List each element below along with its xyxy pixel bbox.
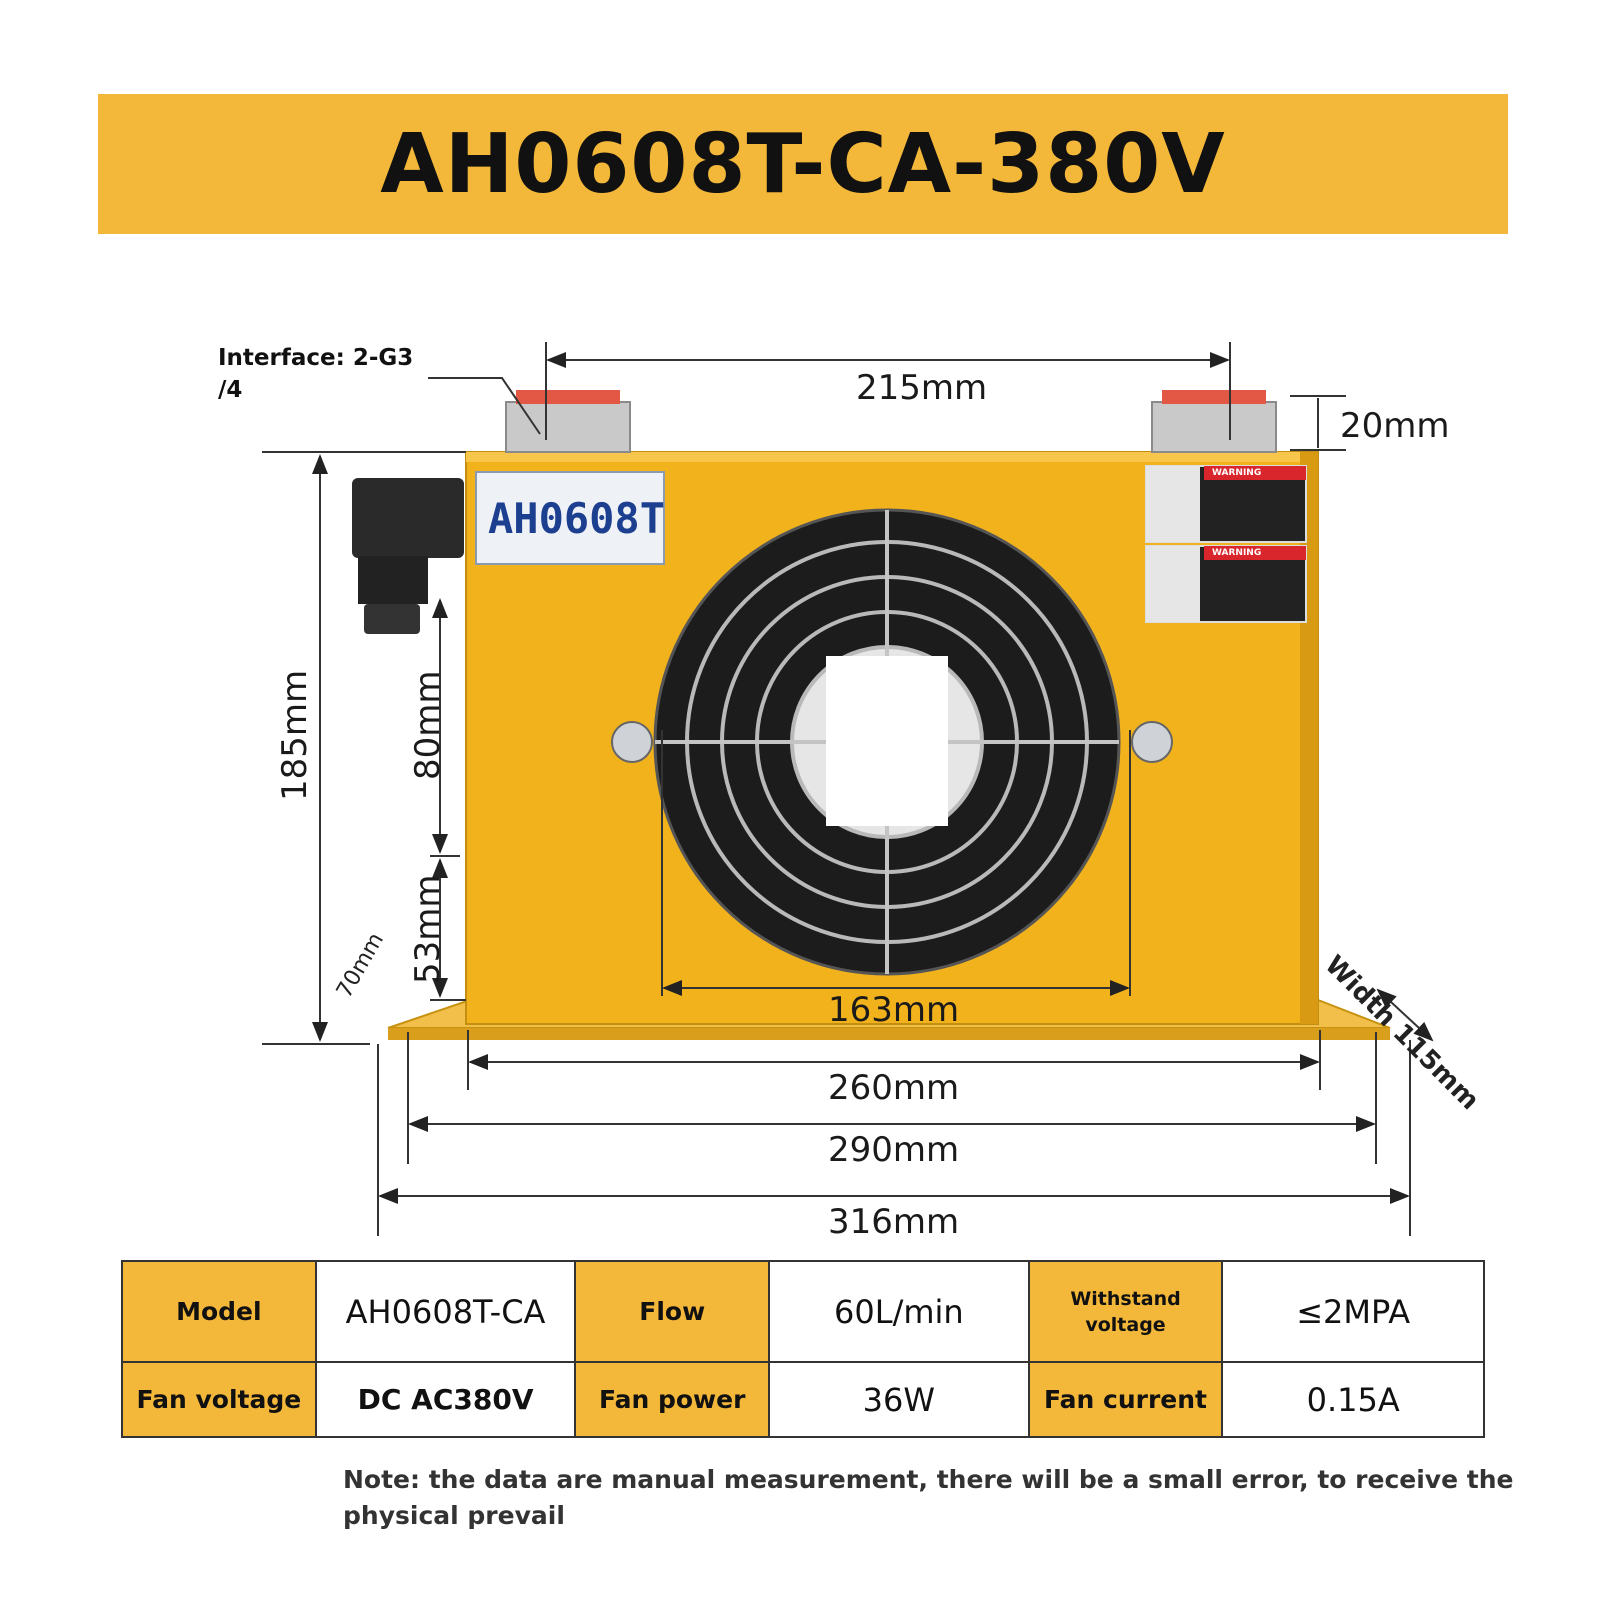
spec-table: Model AH0608T-CA Flow 60L/min Withstand … (121, 1259, 1485, 1438)
spec-label-fan-current: Fan current (1027, 1361, 1224, 1438)
dim-body-height: 185mm (275, 669, 315, 801)
interface-label: Interface: 2-G3 /4 (218, 345, 414, 403)
warning-sticker-fan (1145, 545, 1307, 623)
fan-bolt-right (1131, 721, 1173, 763)
spec-value-fan-power: 36W (768, 1361, 1030, 1438)
spec-label-fan-power: Fan power (574, 1361, 771, 1438)
spec-label-flow: Flow (574, 1259, 771, 1364)
warning-title-2: WARNING (1212, 548, 1262, 558)
dim-hole-spacing: 290mm (828, 1130, 960, 1170)
spec-value-fan-current: 0.15A (1221, 1361, 1485, 1438)
warning-title-1: WARNING (1212, 468, 1262, 478)
measurement-note: Note: the data are manual measurement, t… (343, 1465, 1514, 1530)
table-row: Fan voltage DC AC380V Fan power 36W Fan … (121, 1361, 1485, 1438)
warning-sticker-voltage (1145, 465, 1307, 543)
dimension-lines (262, 342, 1434, 1236)
model-label-plate (475, 471, 665, 565)
dim-base-width: 316mm (828, 1202, 960, 1242)
fan-bolt-left (611, 721, 653, 763)
spec-label-fan-voltage: Fan voltage (121, 1361, 317, 1438)
table-row: Model AH0608T-CA Flow 60L/min Withstand … (121, 1259, 1485, 1364)
spec-value-flow: 60L/min (768, 1259, 1030, 1364)
dim-body-width: 260mm (828, 1068, 960, 1108)
oil-port-left (505, 390, 631, 453)
dim-upper-mount: 80mm (408, 670, 448, 780)
interface-leader (428, 377, 541, 435)
oil-port-right (1151, 390, 1277, 453)
dim-lower-mount: 53mm (408, 874, 448, 984)
title-banner: AH0608T-CA-380V (98, 94, 1508, 234)
dim-top-width: 215mm (856, 368, 988, 408)
spec-value-model: AH0608T-CA (314, 1259, 577, 1364)
model-label-text: AH0608T (488, 494, 666, 543)
spec-label-withstand-voltage: Withstand voltage (1027, 1259, 1224, 1364)
spec-label-model: Model (121, 1259, 317, 1364)
dim-port-height: 20mm (1340, 406, 1450, 446)
spec-value-fan-voltage: DC AC380V (314, 1361, 577, 1438)
spec-value-withstand-voltage: ≤2MPA (1221, 1259, 1485, 1364)
electrical-connector (352, 478, 464, 634)
dim-fan-width: 163mm (828, 990, 960, 1030)
cooling-fan (653, 508, 1121, 976)
model-title: AH0608T-CA-380V (380, 116, 1226, 212)
